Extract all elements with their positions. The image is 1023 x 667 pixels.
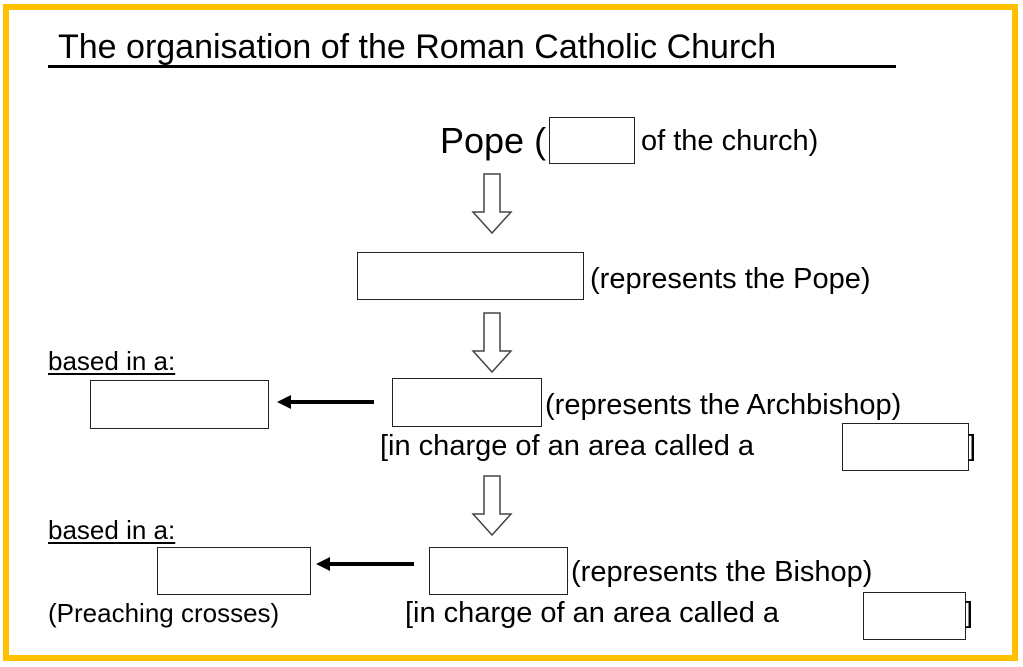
level4-suffix: (represents the Bishop): [571, 556, 873, 588]
based-in-label: based in a:: [48, 346, 176, 376]
pope-label: Pope (: [440, 120, 547, 161]
level2-suffix: (represents the Pope): [590, 263, 871, 295]
level4-area-box[interactable]: [863, 592, 966, 640]
pope-suffix: of the church): [641, 125, 819, 157]
level3-close-bracket: ]: [968, 430, 977, 462]
pope-blank-box[interactable]: [549, 117, 635, 164]
level3-area-text: [in charge of an area called a: [380, 430, 755, 462]
level3-blank-box[interactable]: [392, 378, 542, 427]
preaching-crosses-note: (Preaching crosses): [48, 598, 280, 628]
page-title: The organisation of the Roman Catholic C…: [58, 28, 777, 66]
down-arrow-icon: [471, 312, 513, 374]
level4-location-box[interactable]: [157, 547, 311, 595]
yellow-frame: [3, 4, 1018, 661]
left-arrow-icon: [277, 395, 291, 409]
level3-area-box[interactable]: [842, 423, 969, 471]
down-arrow-icon: [471, 173, 513, 235]
level2-blank-box[interactable]: [357, 252, 584, 300]
down-arrow-icon: [471, 475, 513, 537]
level4-area-text: [in charge of an area called a: [405, 597, 780, 629]
level3-location-box[interactable]: [90, 380, 269, 429]
level3-suffix: (represents the Archbishop): [545, 389, 902, 421]
level4-close-bracket: ]: [965, 597, 974, 629]
left-arrow-icon: [316, 557, 330, 571]
left-arrow-shaft: [327, 562, 414, 566]
title-underline: [48, 65, 896, 68]
left-arrow-shaft: [288, 400, 374, 404]
based-in-label: based in a:: [48, 515, 176, 545]
level4-blank-box[interactable]: [429, 547, 568, 595]
